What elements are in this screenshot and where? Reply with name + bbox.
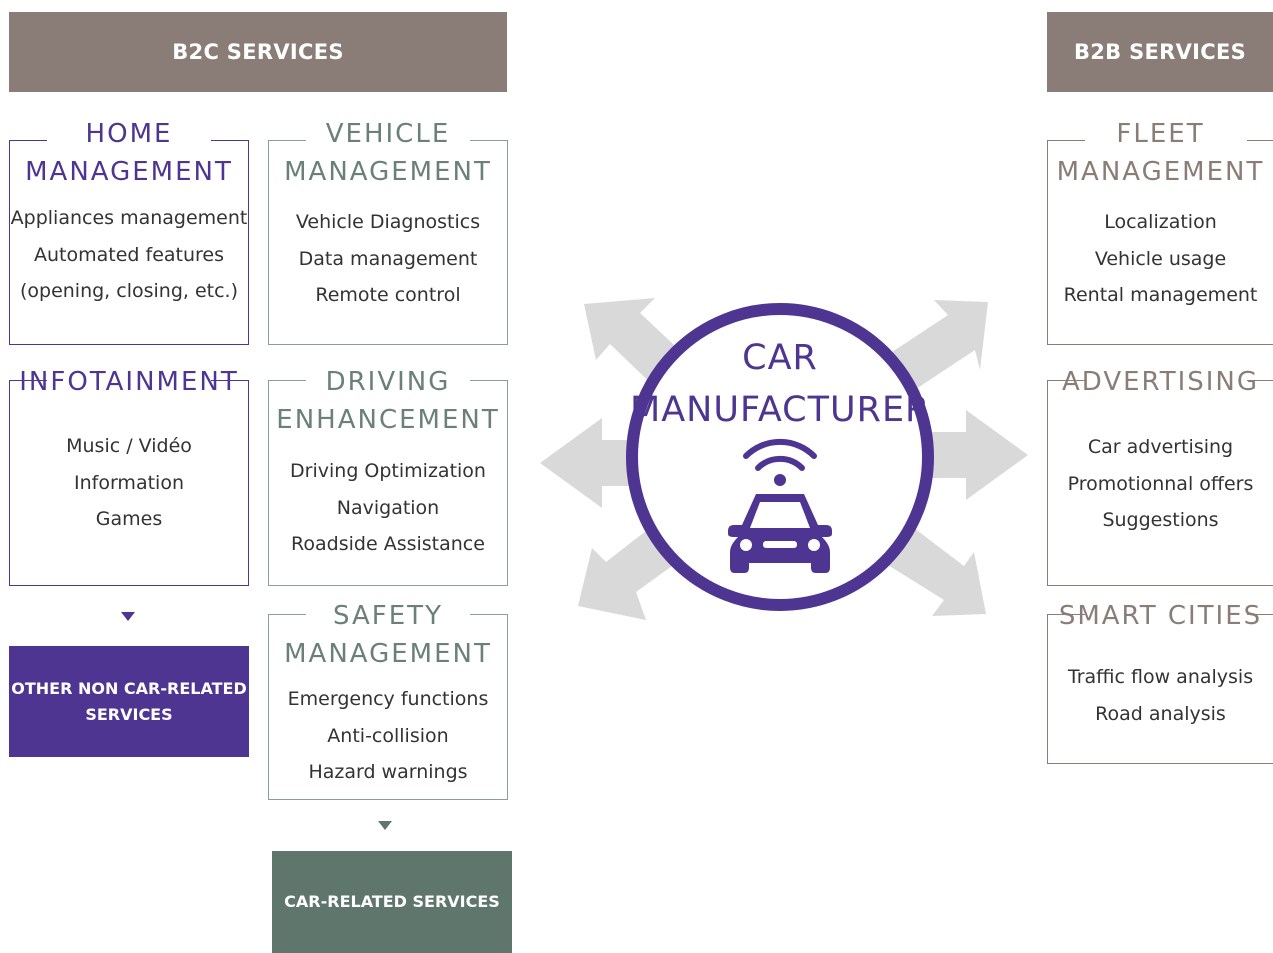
triangle-down-icon <box>378 821 392 830</box>
list-item: Anti-collision <box>327 724 449 747</box>
manufacturer-title: CAR MANUFACTURER <box>630 332 930 436</box>
driving-enhancement-box: DRIVING ENHANCEMENT Driving Optimization… <box>268 367 508 586</box>
smart-cities-title-line1: SMART CITIES <box>1058 601 1263 631</box>
arrow-up-right <box>880 300 988 393</box>
list-item: Navigation <box>336 496 440 519</box>
list-item: Music / Vidéo <box>66 435 192 457</box>
wifi-dot <box>774 474 786 486</box>
smart-cities-list: Traffic flow analysis Road analysis <box>1048 659 1273 732</box>
list-item: Car advertising <box>1087 436 1234 458</box>
infotainment-title: INFOTAINMENT <box>10 363 248 401</box>
list-item: Vehicle usage <box>1094 247 1227 270</box>
home-management-box: HOME MANAGEMENT Appliances management Au… <box>9 119 249 345</box>
vehicle-management-list: Vehicle Diagnostics Data management Remo… <box>269 204 507 314</box>
wifi-signal-icon <box>743 438 817 471</box>
list-item: Localization <box>1104 211 1217 233</box>
driving-title-line1: DRIVING <box>325 367 451 397</box>
list-item: Road analysis <box>1095 702 1226 725</box>
list-item: Suggestions <box>1102 509 1219 531</box>
list-item: Automated features <box>34 243 224 266</box>
driving-enhancement-title: DRIVING ENHANCEMENT <box>269 363 507 439</box>
vehicle-management-box: VEHICLE MANAGEMENT Vehicle Diagnostics D… <box>268 119 508 345</box>
b2c-header-label: B2C SERVICES <box>172 40 344 64</box>
list-item: (opening, closing, etc.) <box>19 280 239 302</box>
arrow-down-right <box>880 525 986 616</box>
b2c-header: B2C SERVICES <box>9 12 507 92</box>
hub-diagram <box>540 298 1028 620</box>
list-item: Remote control <box>315 284 461 306</box>
fleet-title-line1: FLEET <box>1116 119 1205 149</box>
list-item: Games <box>95 508 163 530</box>
driving-title-line2: ENHANCEMENT <box>276 405 500 435</box>
vehicle-title-line1: VEHICLE <box>325 119 451 149</box>
infotainment-title-line1: INFOTAINMENT <box>19 367 239 397</box>
safety-title-line1: SAFETY <box>333 601 443 631</box>
smart-cities-title: SMART CITIES <box>1048 597 1273 635</box>
other-services-line2: SERVICES <box>85 704 173 724</box>
driving-enhancement-list: Driving Optimization Navigation Roadside… <box>269 453 507 563</box>
home-title-line1: HOME <box>85 119 173 149</box>
other-services-block: OTHER NON CAR-RELATED SERVICES <box>9 646 249 757</box>
list-item: Emergency functions <box>287 688 489 710</box>
manufacturer-title-line1: CAR <box>742 338 818 378</box>
vehicle-title-line2: MANAGEMENT <box>284 157 492 187</box>
list-item: Information <box>74 471 184 494</box>
b2b-header-label: B2B SERVICES <box>1073 40 1247 64</box>
advertising-box: ADVERTISING Car advertising Promotionnal… <box>1047 367 1273 586</box>
home-management-list: Appliances management Automated features… <box>10 200 248 310</box>
infotainment-box: INFOTAINMENT Music / Vidéo Information G… <box>9 367 249 586</box>
fleet-management-list: Localization Vehicle usage Rental manage… <box>1048 204 1273 314</box>
advertising-title: ADVERTISING <box>1048 363 1273 401</box>
vehicle-management-title: VEHICLE MANAGEMENT <box>269 115 507 191</box>
car-services-label: CAR-RELATED SERVICES <box>284 892 500 911</box>
fleet-management-box: FLEET MANAGEMENT Localization Vehicle us… <box>1047 119 1273 345</box>
smart-cities-box: SMART CITIES Traffic flow analysis Road … <box>1047 601 1273 764</box>
car-services-block: CAR-RELATED SERVICES <box>272 851 512 953</box>
fleet-title-line2: MANAGEMENT <box>1056 157 1265 187</box>
safety-management-title: SAFETY MANAGEMENT <box>269 597 507 673</box>
list-item: Data management <box>298 247 478 270</box>
home-title-line2: MANAGEMENT <box>25 157 233 187</box>
safety-management-box: SAFETY MANAGEMENT Emergency functions An… <box>268 601 508 800</box>
infotainment-list: Music / Vidéo Information Games <box>10 428 248 538</box>
manufacturer-title-line2: MANUFACTURER <box>630 390 931 430</box>
safety-title-line2: MANAGEMENT <box>284 639 492 669</box>
other-services-line1: OTHER NON CAR-RELATED <box>11 678 247 698</box>
list-item: Rental management <box>1063 284 1258 306</box>
list-item: Promotionnal offers <box>1067 472 1254 495</box>
list-item: Traffic flow analysis <box>1067 666 1254 688</box>
advertising-list: Car advertising Promotionnal offers Sugg… <box>1048 429 1273 539</box>
list-item: Vehicle Diagnostics <box>295 211 481 233</box>
list-item: Roadside Assistance <box>291 533 485 555</box>
advertising-title-line1: ADVERTISING <box>1061 367 1260 397</box>
safety-management-list: Emergency functions Anti-collision Hazar… <box>269 681 507 791</box>
list-item: Appliances management <box>10 207 248 229</box>
b2b-header: B2B SERVICES <box>1047 12 1273 92</box>
home-management-title: HOME MANAGEMENT <box>10 115 248 191</box>
car-icon <box>728 494 832 573</box>
list-item: Driving Optimization <box>290 460 486 482</box>
fleet-management-title: FLEET MANAGEMENT <box>1048 115 1273 191</box>
list-item: Hazard warnings <box>308 761 468 783</box>
triangle-down-icon <box>121 612 135 621</box>
